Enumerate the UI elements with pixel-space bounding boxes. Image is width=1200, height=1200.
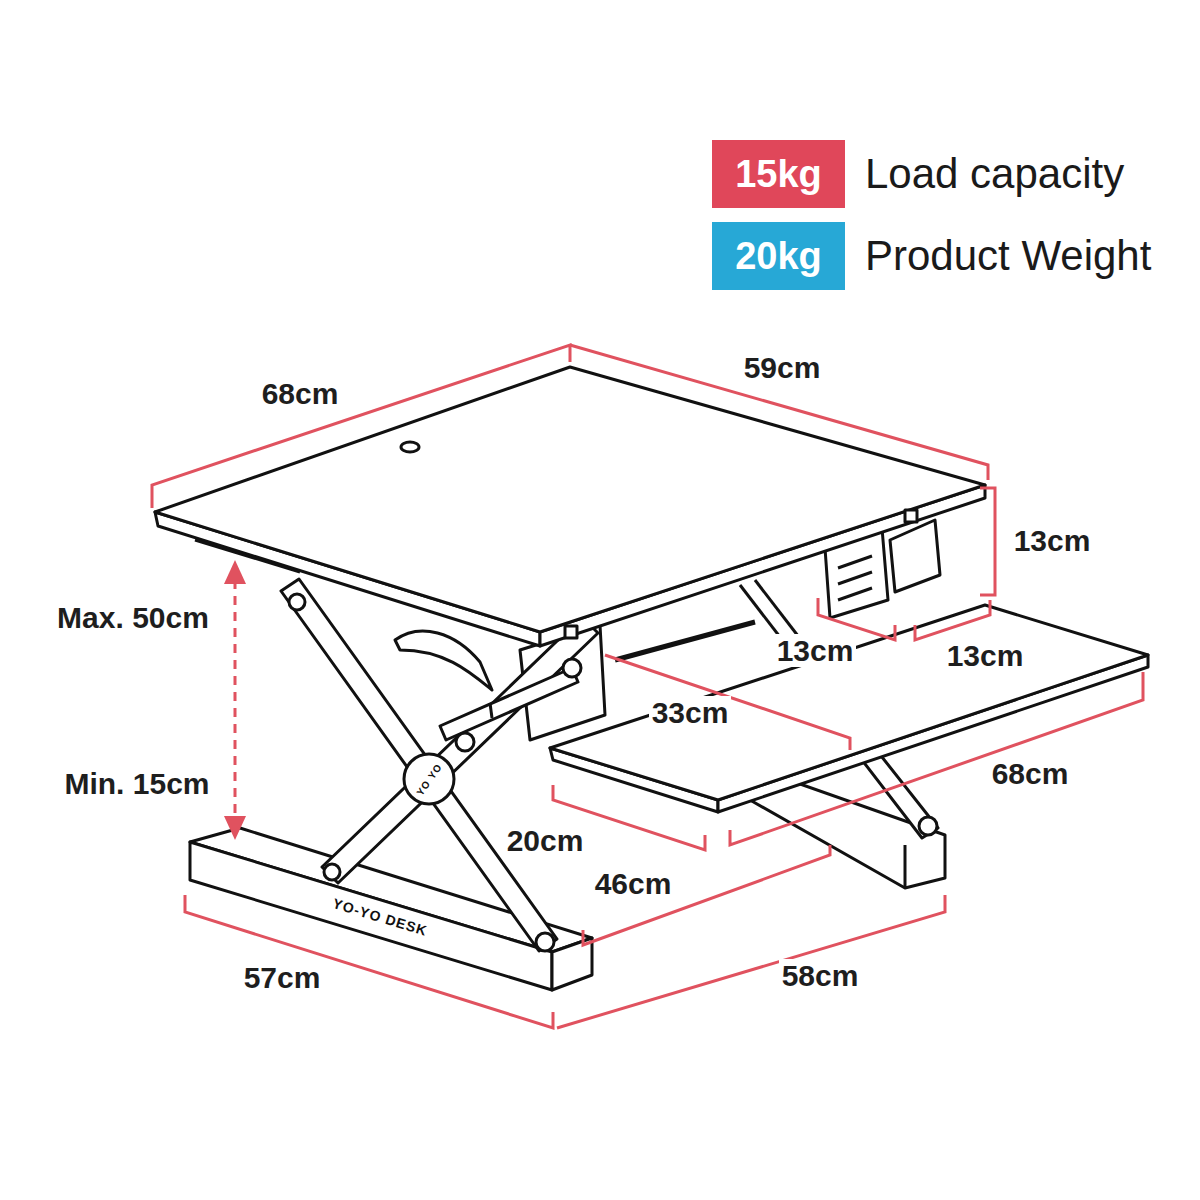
brand-mark: YO YO: [412, 758, 445, 799]
release-handle: [395, 631, 492, 690]
brand-mark: YO-YO DESK: [328, 896, 432, 941]
arrow-head: [224, 560, 246, 584]
bracket-slot: [838, 556, 872, 568]
right-foot-edge: [904, 845, 907, 888]
dimension-line: [557, 895, 945, 1028]
spring-pin: [456, 733, 474, 751]
bracket-slot: [838, 572, 872, 584]
gas-spring-rod: [490, 703, 492, 718]
bracket-slot: [838, 588, 872, 600]
top-clip: [905, 510, 917, 522]
dimension-line: [915, 600, 990, 640]
dimension-label: 20cm: [504, 824, 587, 857]
badge-value: 20kg: [712, 222, 845, 290]
left-foot-end: [552, 938, 592, 990]
top-surface: [155, 367, 985, 632]
dimension-lines: [152, 345, 1143, 1028]
dimension-line: [570, 345, 988, 480]
dimension-line: [583, 845, 830, 945]
arrow-head: [224, 816, 246, 840]
dimension-label: 33cm: [649, 696, 732, 729]
dimension-line: [185, 895, 553, 1028]
tray-arm-pin: [919, 817, 937, 835]
height-range-line: [234, 580, 237, 822]
dimension-label: 68cm: [989, 757, 1072, 790]
dimension-label: 13cm: [774, 634, 857, 667]
dimension-label: 46cm: [592, 867, 675, 900]
dimension-label: 57cm: [241, 961, 324, 994]
leg-pin: [289, 594, 305, 610]
spring-pin: [563, 659, 581, 677]
dimension-label: Min. 15cm: [61, 767, 212, 800]
badge-value: 15kg: [712, 140, 845, 208]
bracket-plate: [890, 520, 940, 592]
top-frame: [195, 540, 300, 572]
gas-spring: [440, 668, 578, 740]
dimension-label: 68cm: [259, 377, 342, 410]
weight-badge: 20kg Product Weight: [712, 222, 1151, 290]
desk-drawing: [155, 367, 1148, 990]
tray-groove: [615, 622, 755, 660]
hinge-disc: [404, 754, 454, 804]
dimension-line: [605, 655, 850, 750]
dimension-line: [152, 345, 570, 508]
dimension-label: 13cm: [1011, 524, 1094, 557]
dimension-line: [730, 672, 1143, 845]
cable-hole: [401, 442, 419, 452]
badge-caption: Load capacity: [865, 150, 1124, 198]
leg-pin: [536, 933, 554, 951]
top-clip: [565, 626, 577, 638]
weight-badge: 15kg Load capacity: [712, 140, 1124, 208]
badge-caption: Product Weight: [865, 232, 1151, 280]
dimension-label: 59cm: [741, 351, 824, 384]
leg-pin: [324, 864, 340, 880]
dimension-label: 58cm: [779, 959, 862, 992]
dimension-label: Max. 50cm: [54, 601, 212, 634]
dimension-line: [980, 488, 995, 595]
dimension-label: 13cm: [944, 639, 1027, 672]
tray-surface: [550, 605, 1148, 800]
